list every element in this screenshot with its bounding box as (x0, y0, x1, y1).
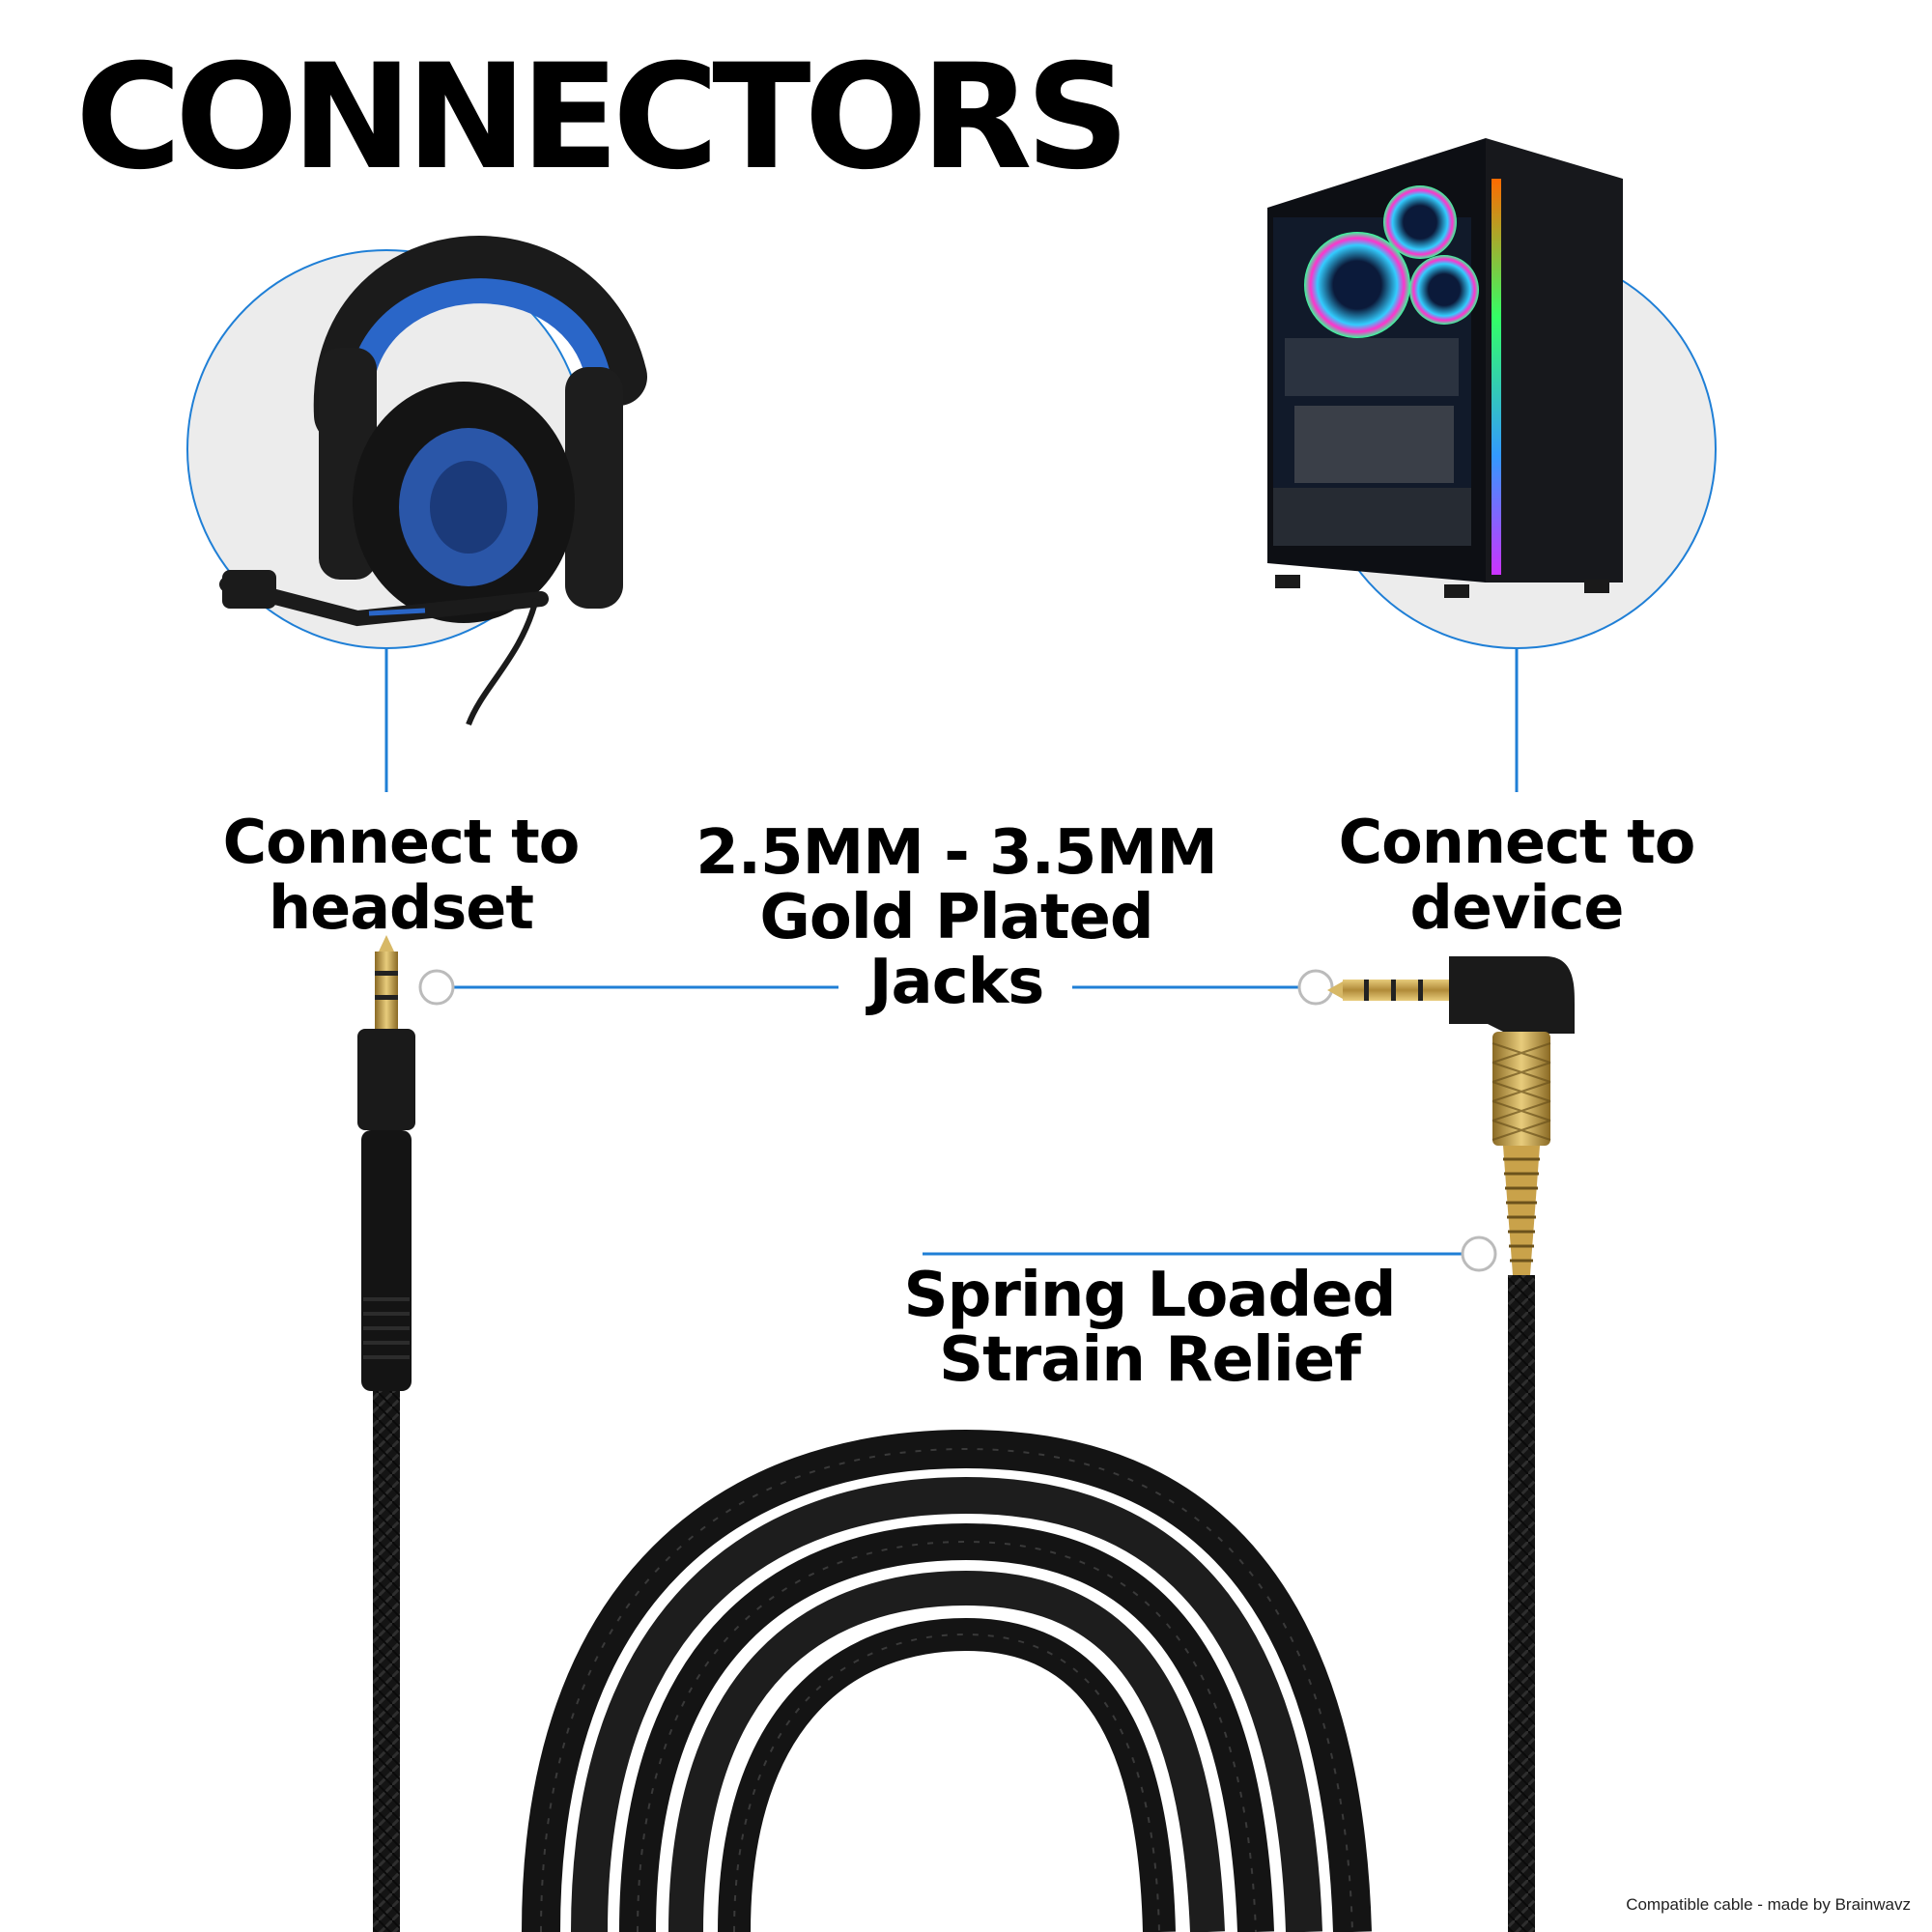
page-title: CONNECTORS (75, 34, 1130, 202)
spring-callout-line (923, 1236, 1497, 1272)
jacks-label-line-3: Jacks (868, 947, 1045, 1019)
headset-image (219, 236, 647, 726)
spring-label-line-1: Spring Loaded (903, 1260, 1396, 1331)
headset-label: Connect to headset (193, 807, 609, 944)
jacks-label-line-2: Gold Plated (759, 882, 1153, 954)
headset-label-line-2: headset (269, 872, 534, 944)
cable-image (357, 935, 1575, 1932)
device-label-line-2: device (1409, 872, 1625, 944)
device-label: Connect to device (1304, 807, 1729, 944)
device-label-line-1: Connect to (1338, 807, 1696, 877)
jacks-callout-line (418, 969, 1334, 1006)
headset-label-line-1: Connect to (222, 807, 581, 877)
credit-text: Compatible cable - made by Brainwavz (1626, 1895, 1911, 1914)
jacks-label: 2.5MM - 3.5MM Gold Plated Jacks (667, 817, 1246, 1019)
spring-label-line-2: Strain Relief (938, 1324, 1361, 1397)
spring-label: Spring Loaded Strain Relief (860, 1260, 1439, 1397)
jacks-label-line-1: 2.5MM - 3.5MM (696, 817, 1218, 889)
pc-case-image (1267, 138, 1623, 598)
